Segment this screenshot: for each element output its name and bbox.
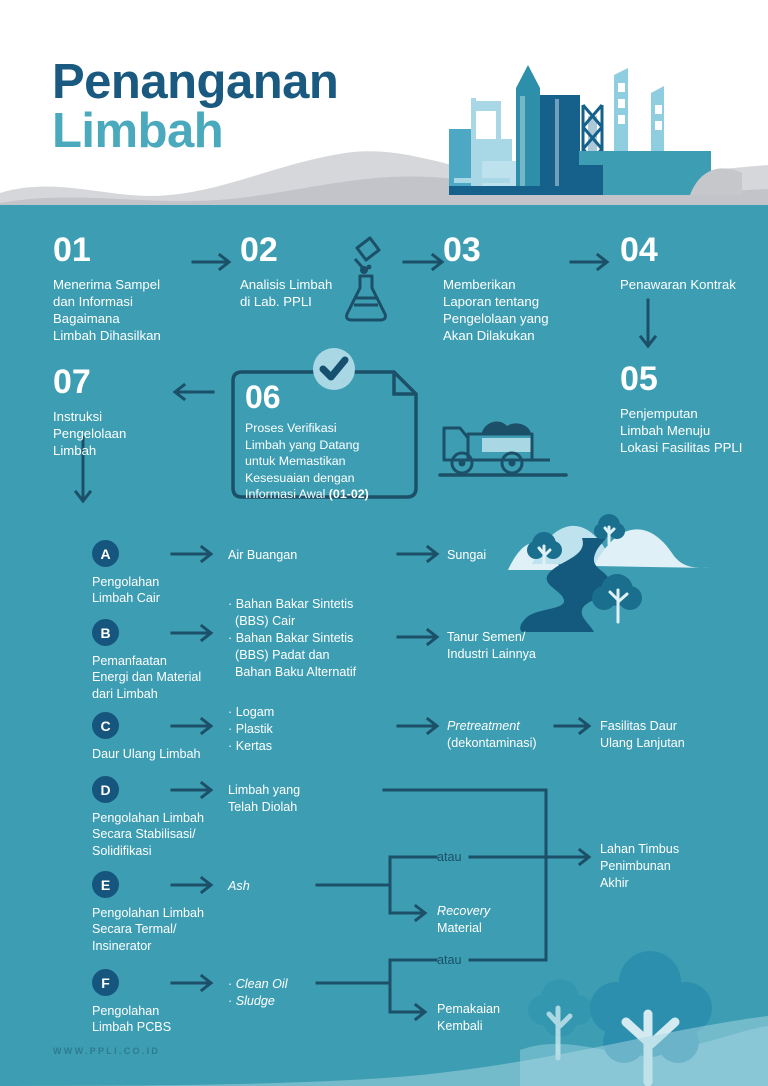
- row-b-badge: B: [92, 619, 119, 646]
- header-divider: [0, 205, 768, 215]
- step-06-ref: (01-02): [328, 487, 369, 502]
- row-c-bullet-2: · Plastik: [228, 721, 273, 736]
- row-c: C Daur Ulang Limbah: [92, 712, 201, 762]
- step-04-number: 04: [620, 231, 658, 269]
- row-a-middle: Air Buangan: [228, 548, 298, 562]
- row-b-bullet-1: · Bahan Bakar Sintetis: [228, 597, 354, 611]
- row-c-badge: C: [92, 712, 119, 739]
- row-c-pretreatment: Pretreatment: [447, 719, 520, 733]
- step-06-line-1: Proses Verifikasi: [245, 421, 337, 435]
- trees-illustration: [520, 951, 768, 1086]
- row-f-badge: F: [92, 969, 119, 996]
- row-b-bullet-list: · Bahan Bakar Sintetis (BBS) Cair · Baha…: [228, 596, 356, 680]
- row-f-middle: · Clean Oil · Sludge: [228, 976, 288, 1010]
- row-d-badge: D: [92, 776, 119, 803]
- row-f-bullet-1: · Clean Oil: [228, 977, 288, 991]
- row-f-bullet-2: · Sludge: [228, 993, 275, 1008]
- branch-atau-1: atau: [437, 850, 462, 864]
- step-06-card: 06 Proses Verifikasi Limbah yang Datang …: [228, 367, 421, 502]
- branch-recovery-italic: Recovery: [437, 904, 491, 918]
- row-c-bullet-1: · Logam: [228, 705, 275, 719]
- row-b-output: Tanur Semen/Industri Lainnya: [447, 630, 536, 661]
- row-b-middle: · Bahan Bakar Sintetis (BBS) Cair · Baha…: [228, 596, 356, 680]
- branch-recovery: Recovery Material: [437, 903, 490, 937]
- flask-pipette-icon: [345, 236, 387, 322]
- river-landscape-illustration: [508, 514, 712, 632]
- row-c-label: Daur Ulang Limbah: [92, 747, 201, 761]
- step-07-number: 07: [53, 363, 91, 401]
- step-06-line-4: Kesesuaian dengan: [245, 470, 355, 485]
- step-06-description: Proses Verifikasi Limbah yang Datang unt…: [245, 420, 409, 503]
- header-banner: Penanganan Limbah: [0, 0, 768, 213]
- row-c-bullet-3: · Kertas: [228, 738, 273, 753]
- truck-icon: [438, 421, 568, 477]
- check-circle-icon: [313, 348, 355, 390]
- step-02-number: 02: [240, 231, 278, 269]
- row-c-stage2: Pretreatment (dekontaminasi): [447, 718, 537, 752]
- row-a-output: Sungai: [447, 548, 487, 562]
- row-a-badge: A: [92, 540, 119, 567]
- footer-url[interactable]: WWW.PPLI.CO.ID: [53, 1046, 161, 1056]
- step-06-number: 06: [245, 379, 281, 415]
- row-e-middle: Ash: [228, 879, 250, 893]
- title-line-1: Penanganan: [52, 55, 339, 109]
- step-01-number: 01: [53, 231, 91, 269]
- step-06-line-2: Limbah yang Datang: [245, 437, 360, 452]
- branch-recovery-plain: Material: [437, 920, 482, 935]
- row-b-bullet-2: · Bahan Bakar Sintetis: [228, 630, 354, 645]
- header-hills-decoration: [0, 151, 768, 213]
- step-06-document-shape: [231, 370, 418, 499]
- step-06-line-5: Informasi Awal: [245, 487, 329, 502]
- step-05-number: 05: [620, 360, 658, 398]
- row-c-bullet-list: · Logam · Plastik · Kertas: [228, 704, 274, 755]
- row-c-pretreatment-note: (dekontaminasi): [447, 735, 537, 750]
- row-b-bullet-2-cont: (BBS) Padat dan: [235, 647, 330, 662]
- row-c-middle: · Logam · Plastik · Kertas: [228, 704, 274, 755]
- row-e-badge: E: [92, 871, 119, 898]
- step-03-number: 03: [443, 231, 481, 269]
- step-04-description: Penawaran Kontrak: [620, 277, 736, 292]
- row-f-bullet-list: · Clean Oil · Sludge: [228, 976, 288, 1010]
- branch-atau-2: atau: [437, 953, 462, 967]
- factory-skyline-illustration: [449, 65, 742, 195]
- step-04: 04 Penawaran Kontrak: [620, 233, 768, 293]
- row-b-bullet-1-cont: (BBS) Cair: [235, 613, 296, 628]
- row-b-bullet-2-cont2: Bahan Baku Alternatif: [235, 664, 357, 679]
- page-title: Penanganan Limbah: [52, 55, 339, 159]
- step-06-line-3: untuk Memastikan: [245, 454, 346, 469]
- title-line-2: Limbah: [52, 104, 224, 159]
